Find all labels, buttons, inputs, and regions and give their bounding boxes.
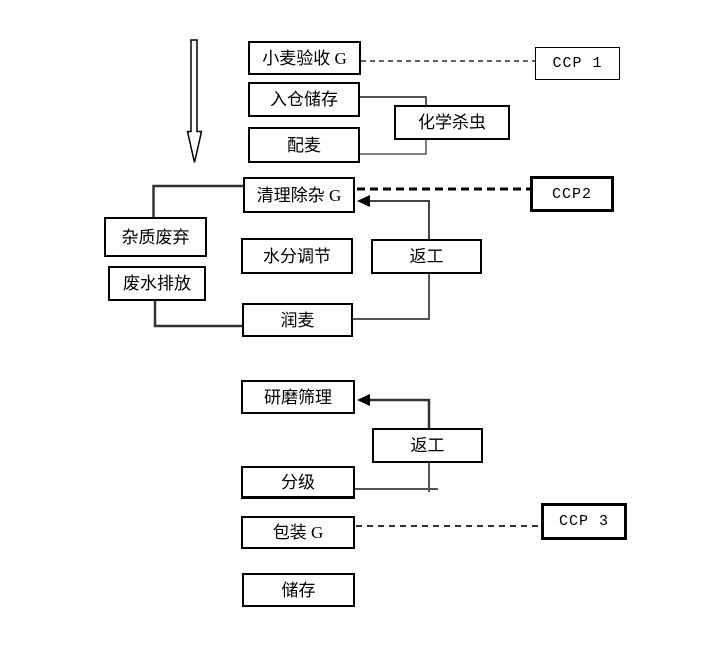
arrowhead-into-cleaning-icon [357,195,370,207]
node-wastewater-discharge: 废水排放 [108,266,206,301]
node-rework-upper: 返工 [371,239,482,274]
arrowhead-into-grinding-icon [357,394,370,406]
node-ccp1: CCP 1 [535,47,620,80]
node-impurity-disposal: 杂质废弃 [104,217,207,257]
node-wheat-blending: 配麦 [248,127,360,163]
connector-rework2-grinding [363,398,431,428]
node-final-storage: 储存 [242,573,355,607]
node-ccp2: CCP2 [530,176,614,212]
node-grinding-sieving: 研磨筛理 [241,380,355,414]
node-chemical-insecticide: 化学杀虫 [394,105,510,140]
node-storage-in: 入仓储存 [248,82,360,117]
connector-blending-insecticide [360,140,427,155]
connector-cleaning-impurity [152,184,243,217]
node-ccp3: CCP 3 [541,503,627,540]
node-packaging: 包装 G [241,516,355,549]
node-rework-lower: 返工 [372,428,483,463]
node-moisture-adjustment: 水分调节 [241,238,353,274]
node-cleaning: 清理除杂 G [243,177,355,213]
connector-wastewater-conditioning [153,301,242,328]
connector-storage-insecticide [360,96,427,105]
node-wheat-acceptance: 小麦验收 G [248,41,361,75]
connector-conditioning-rework [353,274,430,320]
node-grading: 分级 [241,466,355,499]
connector-rework-cleaning [363,200,430,239]
node-wheat-conditioning: 润麦 [242,303,353,337]
process-direction-down-arrow-icon [186,39,203,163]
